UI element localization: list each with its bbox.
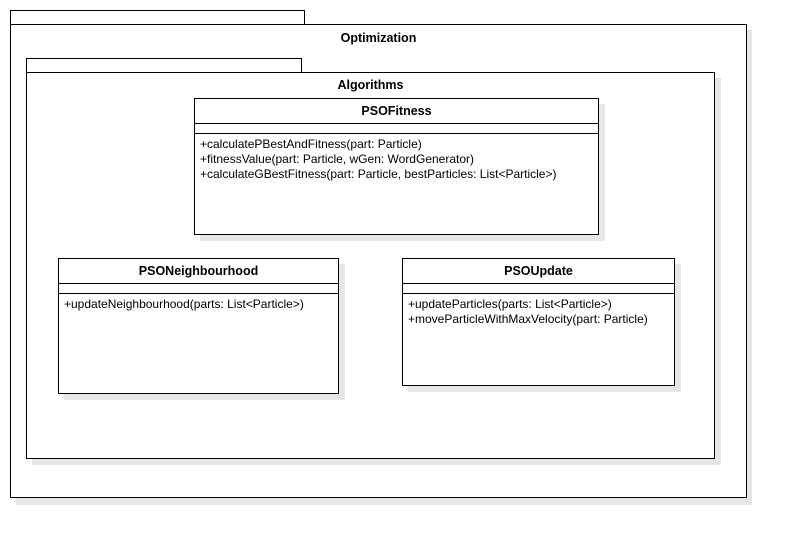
operation: +calculateGBestFitness(part: Particle, b…: [200, 167, 557, 181]
operation: +calculatePBestAndFitness(part: Particle…: [200, 137, 422, 151]
pso-update-name: PSOUpdate: [403, 259, 674, 284]
algorithms-package-title: Algorithms: [337, 78, 404, 92]
pso-update-attributes: [403, 284, 674, 294]
pso-neighbourhood-class[interactable]: PSONeighbourhood +updateNeighbourhood(pa…: [58, 258, 339, 394]
algorithms-package-tab: [26, 58, 302, 73]
pso-neighbourhood-attributes: [59, 284, 338, 294]
pso-fitness-class[interactable]: PSOFitness +calculatePBestAndFitness(par…: [194, 98, 599, 235]
operation: +updateParticles(parts: List<Particle>): [408, 297, 612, 311]
pso-neighbourhood-name: PSONeighbourhood: [59, 259, 338, 284]
optimization-package-title: Optimization: [340, 31, 417, 45]
pso-fitness-name: PSOFitness: [195, 99, 598, 124]
pso-neighbourhood-operations: +updateNeighbourhood(parts: List<Particl…: [59, 294, 338, 312]
operation: +updateNeighbourhood(parts: List<Particl…: [64, 297, 304, 311]
operation: +moveParticleWithMaxVelocity(part: Parti…: [408, 312, 648, 326]
pso-fitness-attributes: [195, 124, 598, 134]
pso-update-class[interactable]: PSOUpdate +updateParticles(parts: List<P…: [402, 258, 675, 386]
pso-fitness-operations: +calculatePBestAndFitness(part: Particle…: [195, 134, 598, 182]
pso-update-operations: +updateParticles(parts: List<Particle>) …: [403, 294, 674, 327]
optimization-package-tab: [10, 10, 305, 25]
operation: +fitnessValue(part: Particle, wGen: Word…: [200, 152, 475, 166]
